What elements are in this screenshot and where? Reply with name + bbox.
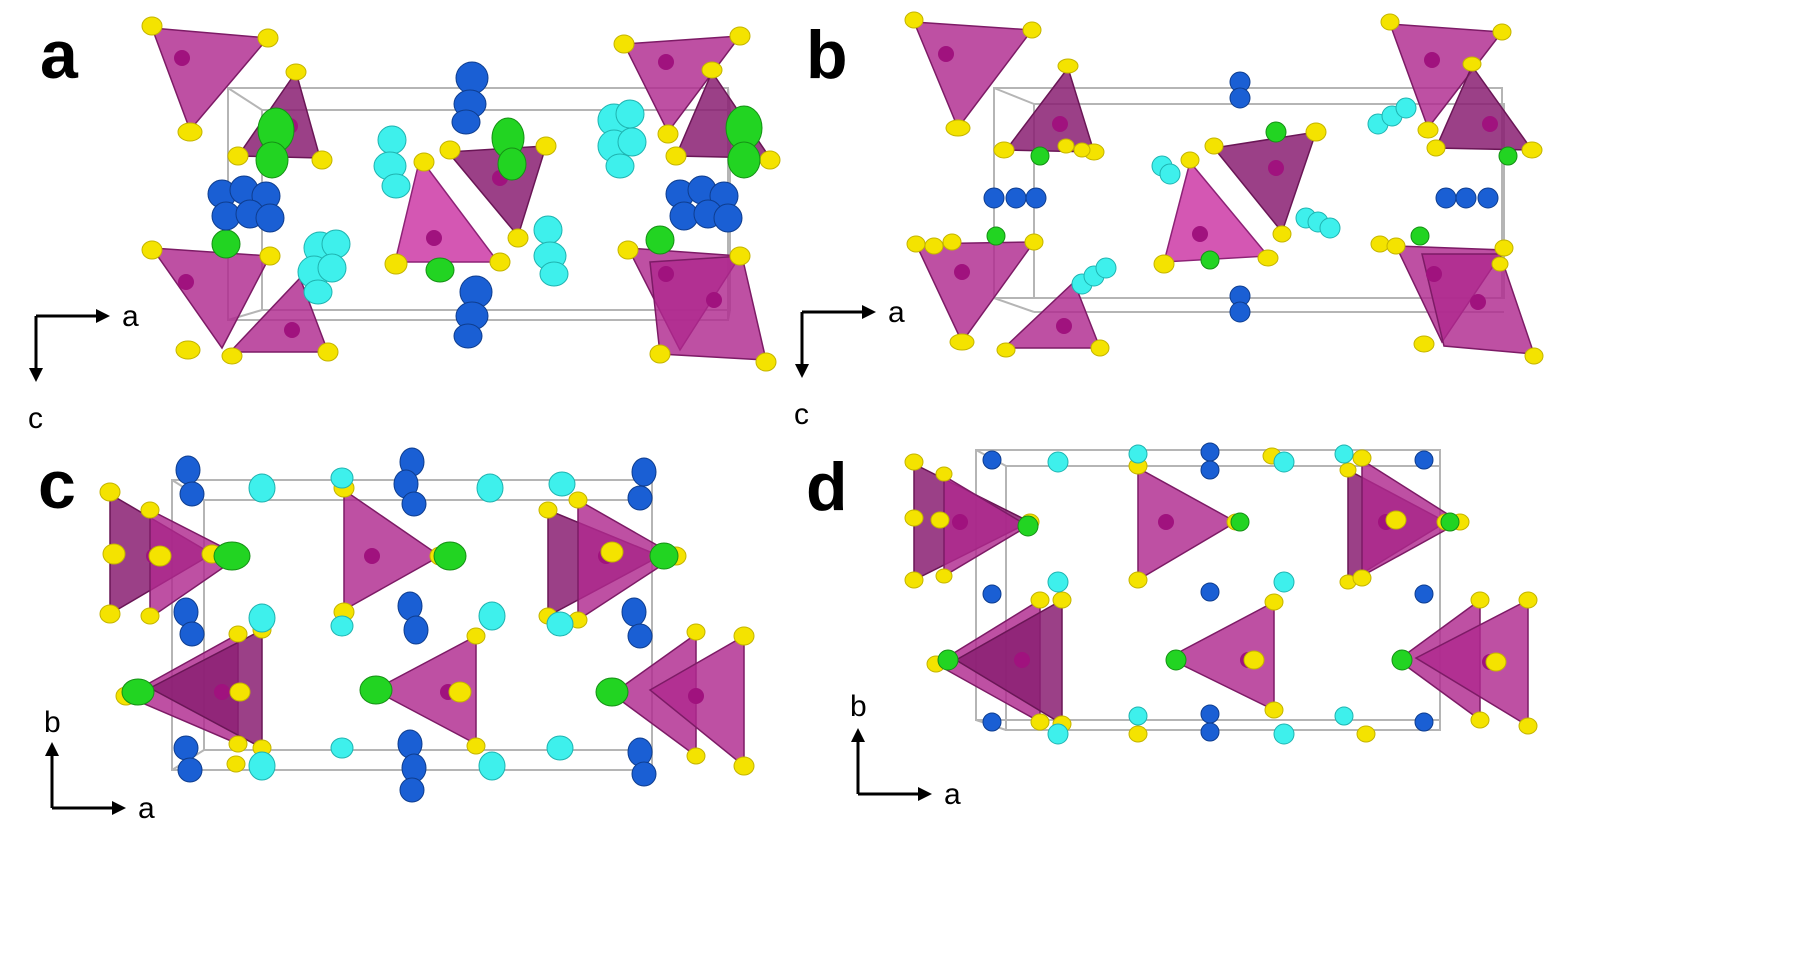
- panel-b-axis-c-label: c: [794, 398, 809, 431]
- panel-b: b: [794, 11, 1544, 431]
- panel-b-blue-atoms: [983, 71, 1499, 323]
- panel-d-axis-a-label: a: [944, 778, 961, 811]
- panel-b-axes: a c: [794, 296, 905, 431]
- panel-d-axes: a b: [850, 690, 961, 811]
- panel-c-letter: c: [38, 447, 76, 523]
- panel-c-cyan-atoms: [248, 467, 576, 781]
- panel-c: c: [38, 447, 755, 825]
- panel-d: d: [806, 442, 1538, 811]
- panel-a-cyan-atoms: [297, 99, 647, 305]
- panel-a-green-atoms: [211, 105, 763, 283]
- panel-a-tetrahedra: [150, 27, 772, 361]
- panel-d-blue-atoms: [982, 442, 1434, 742]
- panel-d-axis-b-label: b: [850, 690, 867, 723]
- panel-a: a: [28, 16, 781, 435]
- panel-a-axis-c-label: c: [28, 402, 43, 435]
- panel-a-axis-a-label: a: [122, 300, 139, 333]
- panel-a-letter: a: [40, 17, 79, 93]
- panel-c-axis-a-label: a: [138, 792, 155, 825]
- panel-a-oxygen-atoms: [141, 16, 781, 372]
- panel-b-axis-a-label: a: [888, 296, 905, 329]
- panel-d-oxygen-atoms: [904, 447, 1538, 743]
- panel-a-blue-atoms: [207, 61, 743, 349]
- panel-c-axis-b-label: b: [44, 706, 61, 739]
- panel-b-cyan-atoms: [1071, 97, 1417, 295]
- panel-b-letter: b: [806, 17, 848, 93]
- panel-c-blue-atoms: [173, 447, 657, 803]
- panel-c-axes: a b: [44, 706, 155, 825]
- panel-d-cyan-atoms: [1047, 444, 1354, 745]
- panel-d-tetrahedra: [913, 458, 1529, 728]
- panel-b-oxygen-atoms: [904, 11, 1544, 365]
- panel-b-tetrahedron-centers: [938, 46, 1498, 334]
- panel-c-green-atoms: [121, 541, 679, 707]
- panel-d-green-atoms: [937, 512, 1460, 671]
- panel-b-green-atoms: [986, 121, 1518, 270]
- panel-a-axes: a c: [28, 300, 139, 435]
- panel-d-letter: d: [806, 449, 848, 525]
- panel-b-tetrahedra: [912, 21, 1536, 355]
